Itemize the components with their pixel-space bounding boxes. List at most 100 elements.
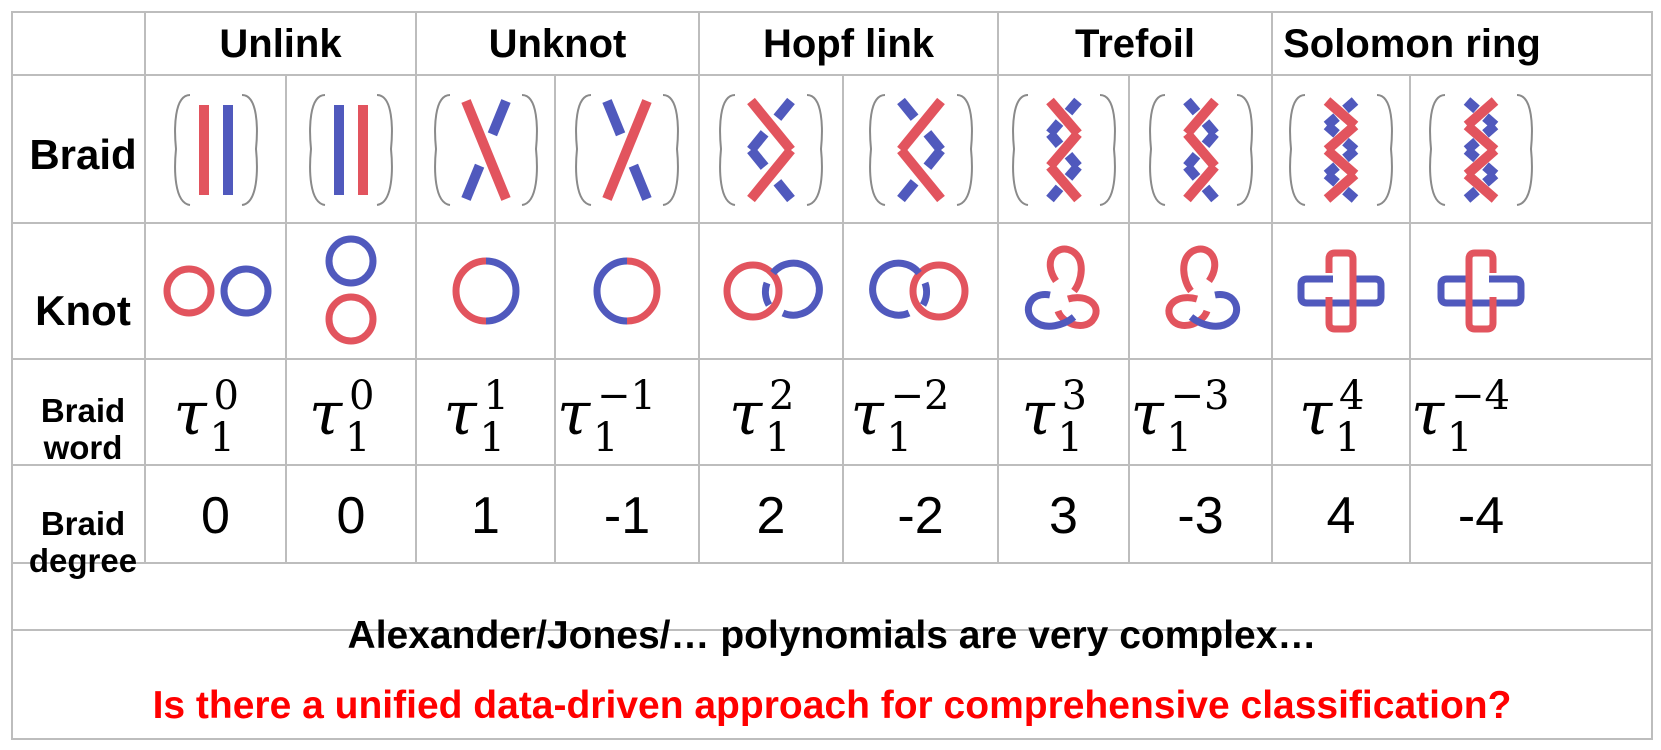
braid-closure: [868, 94, 885, 206]
braid-strand-under: [1482, 170, 1499, 187]
braid-word-exponent: 4: [1339, 373, 1365, 419]
braid-strand-over: [1463, 97, 1499, 130]
knot-arc-red: [452, 257, 486, 325]
table-border: [11, 11, 1653, 740]
braid-word-symbol: τ: [557, 379, 591, 449]
braid-strand-under: [1064, 151, 1082, 170]
braid-strand-under: [1342, 186, 1359, 203]
braid-word-index: 1: [1166, 415, 1192, 461]
braid-word-symbol: τ: [1299, 379, 1333, 449]
braid-strand-under: [923, 146, 945, 170]
row-label-braid: Braid: [29, 131, 137, 178]
braid-strand-over: [1323, 146, 1359, 179]
column-header-unknot: Unknot: [488, 22, 627, 66]
braid-word-index: 1: [345, 415, 371, 461]
braid-strand-over: [1463, 121, 1499, 154]
row-label-braid-degree-line1: Braid: [40, 505, 126, 542]
knot-component-blue: [919, 281, 930, 307]
braid-degree-value: 1: [471, 487, 500, 545]
braid-strand-under: [747, 146, 769, 170]
knot-component-blue: [770, 259, 823, 319]
braid-word-exponent: 0: [349, 373, 375, 419]
braid-word-index: 1: [1057, 415, 1083, 461]
knot-component-blue: [868, 259, 922, 319]
braid-word-exponent: 2: [769, 373, 795, 419]
knot-diagram: [723, 259, 823, 321]
braid-closure: [309, 94, 326, 206]
braid-strand-under: [1201, 130, 1219, 149]
braid-diagram: [575, 94, 679, 206]
braid-word-exponent: 3: [1061, 373, 1087, 419]
knot-component-blue: [220, 265, 271, 317]
braid-diagram: [719, 94, 823, 206]
braid-strand-under: [1045, 119, 1063, 137]
row-label-braid-degree: Braid degree: [12, 505, 154, 580]
row-label-braid-word-line1: Braid: [40, 392, 126, 429]
knot-diagram: [452, 257, 519, 325]
braid-strand-over: [896, 97, 945, 154]
braid-closure: [1429, 94, 1446, 206]
braid-closure: [521, 94, 538, 206]
knot-lobe: [1046, 245, 1085, 294]
braid-strand-over: [1323, 170, 1359, 203]
classification-question: Is there a unified data-driven approach …: [152, 684, 1512, 727]
braid-word-exponent: 0: [213, 373, 239, 419]
braid-strand-over: [460, 99, 511, 201]
braid-strand-under: [628, 163, 652, 201]
braid-diagram: [1289, 94, 1393, 206]
column-header-trefoil: Trefoil: [1074, 22, 1196, 66]
braid-strand-under: [602, 99, 626, 137]
braid-degree-value: -1: [603, 487, 651, 545]
braid-closure: [241, 94, 258, 206]
braid-strand-over: [1323, 121, 1359, 154]
braid-strand-under: [1463, 146, 1480, 163]
braid-strand-over: [896, 146, 945, 203]
knot-lobe: [1024, 291, 1076, 330]
knot-arc-red: [626, 257, 661, 325]
braid-strand-under: [1463, 97, 1480, 114]
braid-strand-under: [747, 130, 769, 154]
braid-word-index: 1: [209, 415, 235, 461]
braid-closure: [1289, 94, 1306, 206]
braid-strand-over: [1182, 130, 1219, 170]
braid-strand-under: [1045, 130, 1063, 149]
braid-degree-value: 2: [756, 487, 786, 545]
braid-word-index: 1: [479, 415, 505, 461]
knot-diagram: [163, 265, 271, 317]
braid-strand-under: [1182, 163, 1200, 181]
braid-strand-over: [747, 146, 795, 203]
braid-strand-under: [923, 130, 945, 154]
braid-word-index: 1: [765, 415, 791, 461]
braid-closure: [719, 94, 736, 206]
braid-word-symbol: τ: [1130, 379, 1164, 449]
braid-word-symbol: τ: [729, 379, 763, 449]
braid-word-symbol: τ: [1411, 379, 1445, 449]
braid-strand-under: [773, 97, 795, 121]
row-label-braid-word-line2: word: [43, 428, 123, 466]
braid-strand-under: [487, 99, 511, 137]
knot-component-blue: [761, 281, 773, 307]
knot-loop-red: [1465, 249, 1497, 333]
braid-word-exponent: −2: [890, 373, 950, 419]
braid-strand-over: [1463, 146, 1499, 179]
braid-degree-value: 3: [1049, 487, 1078, 545]
braid-word-exponent: −4: [1451, 373, 1510, 419]
braid-word-symbol: τ: [173, 379, 207, 449]
braid-closure: [1376, 94, 1393, 206]
knot-arc-blue: [485, 257, 519, 325]
braid-word-symbol: τ: [443, 379, 477, 449]
braid-word-exponent: −3: [1170, 373, 1230, 419]
braid-closure: [806, 94, 823, 206]
knot-component-blue: [325, 235, 377, 287]
braid-closure: [376, 94, 393, 206]
row-label-braid-word: Braid word: [12, 392, 154, 467]
braid-word-index: 1: [593, 415, 619, 461]
braid-diagram: [868, 94, 973, 206]
braid-diagram: [1429, 94, 1533, 206]
braid-strand-under: [460, 163, 484, 201]
